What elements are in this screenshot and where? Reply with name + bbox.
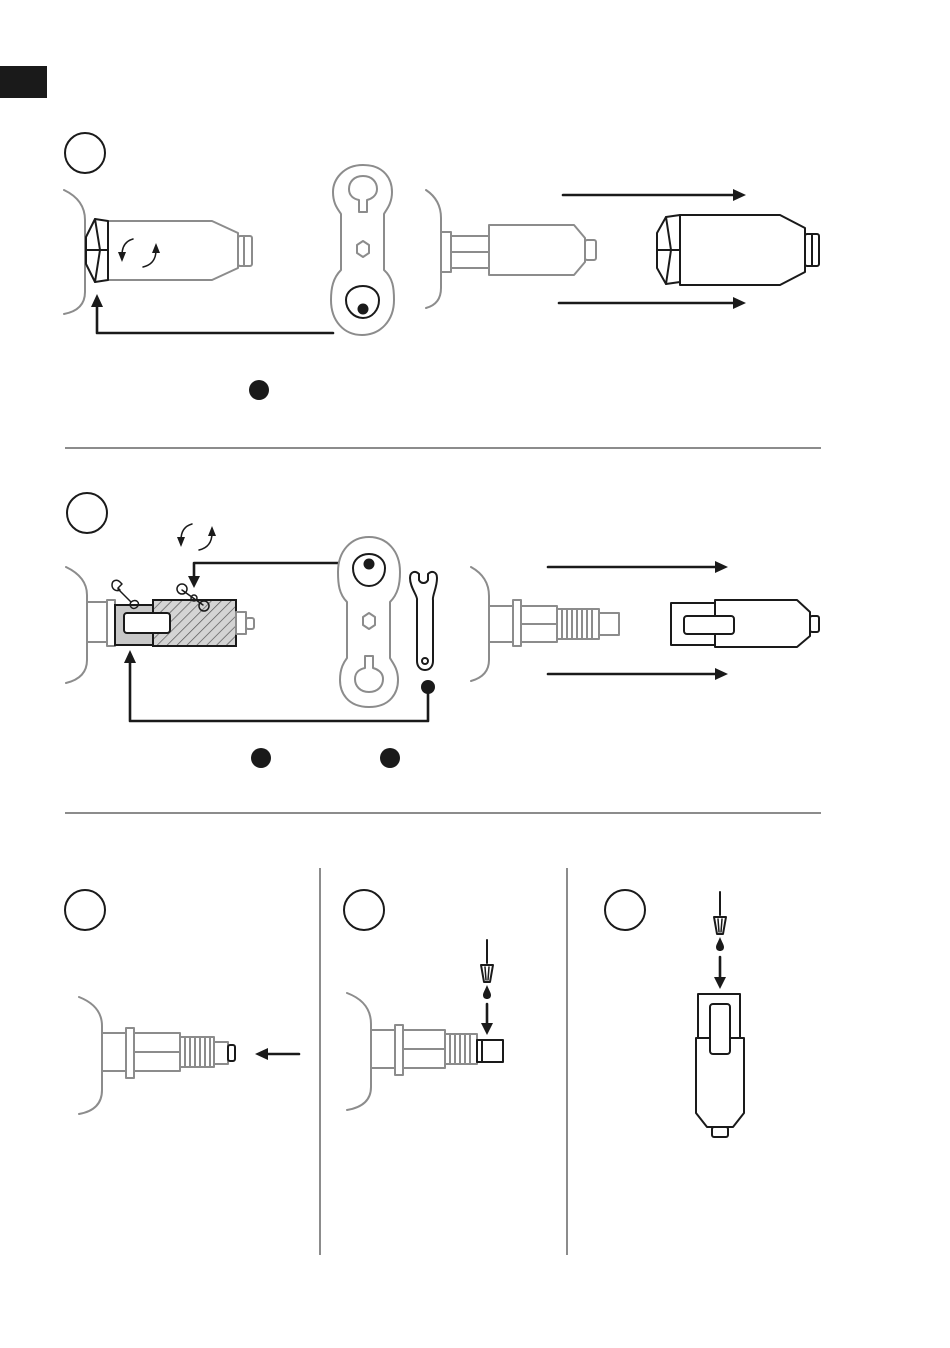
step-1-housing-2 xyxy=(426,190,441,308)
step-1-section xyxy=(64,133,819,400)
callout-dot xyxy=(380,748,400,768)
step-3c-section xyxy=(605,890,744,1137)
step-3a-section xyxy=(65,890,299,1114)
grease-drop-icon xyxy=(716,937,724,951)
step-2-section xyxy=(66,493,819,768)
step-2-housing xyxy=(66,567,87,683)
step-3b-section xyxy=(344,890,503,1110)
step-1-housing xyxy=(64,190,85,314)
step-3a-circle xyxy=(65,890,105,930)
step-3b-pin xyxy=(477,1040,503,1062)
step-3a-pin xyxy=(228,1045,235,1061)
step-3c-circle xyxy=(605,890,645,930)
step-3a-thread xyxy=(180,1037,214,1067)
step-3b-thread xyxy=(445,1034,477,1064)
step-3c-cap xyxy=(696,994,744,1137)
step-1-removed-cap xyxy=(657,215,819,285)
rotation-arrows-icon xyxy=(177,524,216,550)
callout-dot xyxy=(251,748,271,768)
step-2-thread xyxy=(557,609,599,639)
grease-drop-icon xyxy=(483,985,491,999)
spanner-tool xyxy=(331,165,394,335)
step-1-tool-body xyxy=(108,221,238,280)
step-3a-housing xyxy=(79,997,102,1114)
spanner-tool xyxy=(338,537,400,707)
step-3b-circle xyxy=(344,890,384,930)
step-2-connector-arrow-top xyxy=(194,563,342,577)
step-2-circle xyxy=(67,493,107,533)
grease-brush-icon xyxy=(714,892,726,934)
language-tab xyxy=(0,66,47,98)
step-1-connector-arrow xyxy=(97,305,333,333)
callout-dot xyxy=(249,380,269,400)
step-1-circle xyxy=(65,133,105,173)
step-2-removed-cap xyxy=(671,600,819,647)
grease-brush-icon xyxy=(481,940,493,982)
open-end-wrench xyxy=(410,572,437,694)
step-2-housing-2 xyxy=(471,567,489,681)
step-1-cap xyxy=(489,225,585,275)
step-2-slot xyxy=(124,613,170,633)
step-3b-housing xyxy=(347,993,371,1110)
